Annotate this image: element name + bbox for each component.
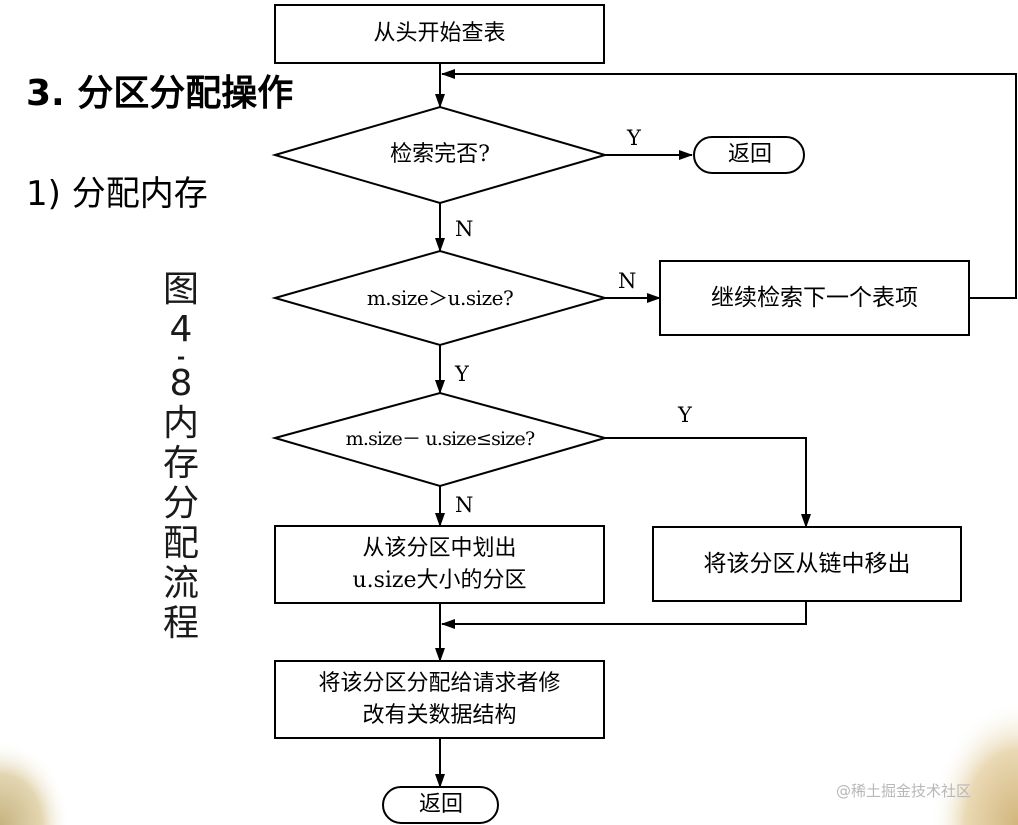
return-bottom-label: 返回 [418,792,463,817]
return-top-label: 返回 [727,142,772,167]
caption-char: 8 [169,363,193,404]
edge-label-done-yes: Y [627,126,641,150]
return-top-terminal [693,136,805,174]
connector-loop-back [441,69,1017,299]
split-partition-line-1: 从该分区中划出 [362,535,517,561]
assign-partition-label: 将该分区分配给请求者修 改有关数据结构 [275,661,604,738]
caption-char: 图 [162,269,199,310]
caption-char: 流 [162,563,199,604]
split-partition-line-2: u.size大小的分区 [352,567,527,593]
caption-char: 存 [162,443,199,484]
assign-partition-line-1: 将该分区分配给请求者修 [318,670,561,696]
watermark: @稀土掘金技术社区 [836,782,972,800]
decorative-corner-left [0,740,70,825]
assign-partition-box [274,660,605,739]
caption-char: 4 [169,309,193,350]
decorative-corner-right [930,700,1018,825]
caption-char: - [176,345,186,369]
caption-char: 程 [162,603,199,644]
caption-char: 分 [162,483,199,524]
caption-char: 配 [162,523,199,564]
edge-label-done-no: N [455,217,474,241]
subsection-title: 1) 分配内存 [26,174,208,214]
section-title: 3. 分区分配操作 [26,73,294,114]
connector-remove-merge [441,601,807,629]
decision-size-label: m.size＞u.size? [366,286,514,310]
caption-char: 内 [162,403,199,444]
edge-label-size-yes: Y [455,362,469,386]
decision-split-label: m.size－ u.size≤size? [345,428,536,450]
split-partition-label: 从该分区中划出 u.size大小的分区 [275,526,604,603]
remove-partition-box [652,526,962,602]
connector-split-yes [605,437,811,528]
edge-label-size-no: N [618,269,637,293]
assign-partition-line-2: 改有关数据结构 [362,702,517,728]
decision-done-label: 检索完否? [390,142,490,167]
figure-caption: 图 4 - 8 内 存 分 配 流 程 [158,270,204,644]
edge-label-split-yes: Y [678,403,692,427]
edge-label-split-no: N [455,493,474,517]
continue-next-label: 继续检索下一个表项 [711,285,918,311]
return-bottom-terminal [382,786,499,824]
start-label: 从头开始查表 [373,21,506,46]
remove-partition-label: 将该分区从链中移出 [703,551,911,577]
